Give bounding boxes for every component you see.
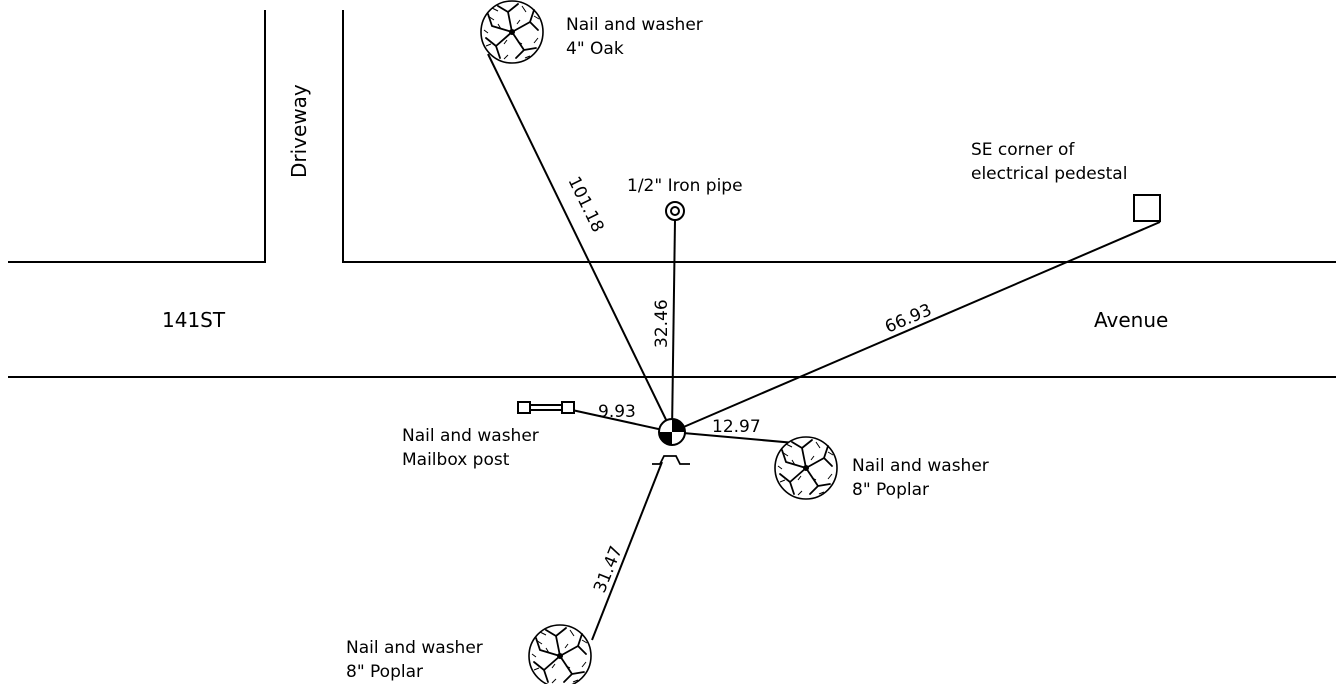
tie-line-mailbox (571, 409, 673, 433)
distance-mailbox: 9.93 (598, 402, 636, 422)
poplar-tree-east-icon (774, 436, 838, 500)
pedestal-label: SE corner of electrical pedestal (971, 140, 1127, 184)
poplar-south-label: Nail and washer 8" Poplar (346, 638, 488, 682)
street-name-east: Avenue (1094, 308, 1168, 332)
tie-line-poplar-south (591, 461, 663, 641)
distance-poplar-east: 12.97 (712, 417, 761, 437)
driveway-west-edge (8, 10, 266, 263)
oak-tree-icon (480, 0, 544, 64)
distance-pedestal: 66.93 (882, 300, 935, 337)
iron-pipe-icon (665, 201, 685, 221)
electrical-pedestal-icon (1133, 194, 1161, 222)
oak-label: Nail and washer 4" Oak (566, 15, 708, 59)
driveway-east-edge (342, 10, 1336, 263)
driveway-label: Driveway (287, 84, 311, 178)
distance-oak: 101.18 (564, 173, 608, 235)
iron-pipe-label: 1/2" Iron pipe (627, 176, 743, 196)
tie-line-oak (487, 53, 673, 433)
street-name-west: 141ST (162, 308, 226, 332)
poplar-east-label: Nail and washer 8" Poplar (852, 456, 994, 500)
tie-line-poplar-east (671, 431, 807, 445)
tie-line-pedestal (671, 221, 1161, 433)
benchmark-icon (652, 418, 690, 465)
distance-poplar-south: 31.47 (590, 543, 627, 596)
poplar-tree-south-icon (528, 624, 592, 684)
mailbox-icon (517, 401, 575, 414)
mailbox-label: Nail and washer Mailbox post (402, 426, 544, 470)
distance-iron-pipe: 32.46 (652, 299, 672, 348)
tie-line-iron-pipe (671, 219, 676, 433)
